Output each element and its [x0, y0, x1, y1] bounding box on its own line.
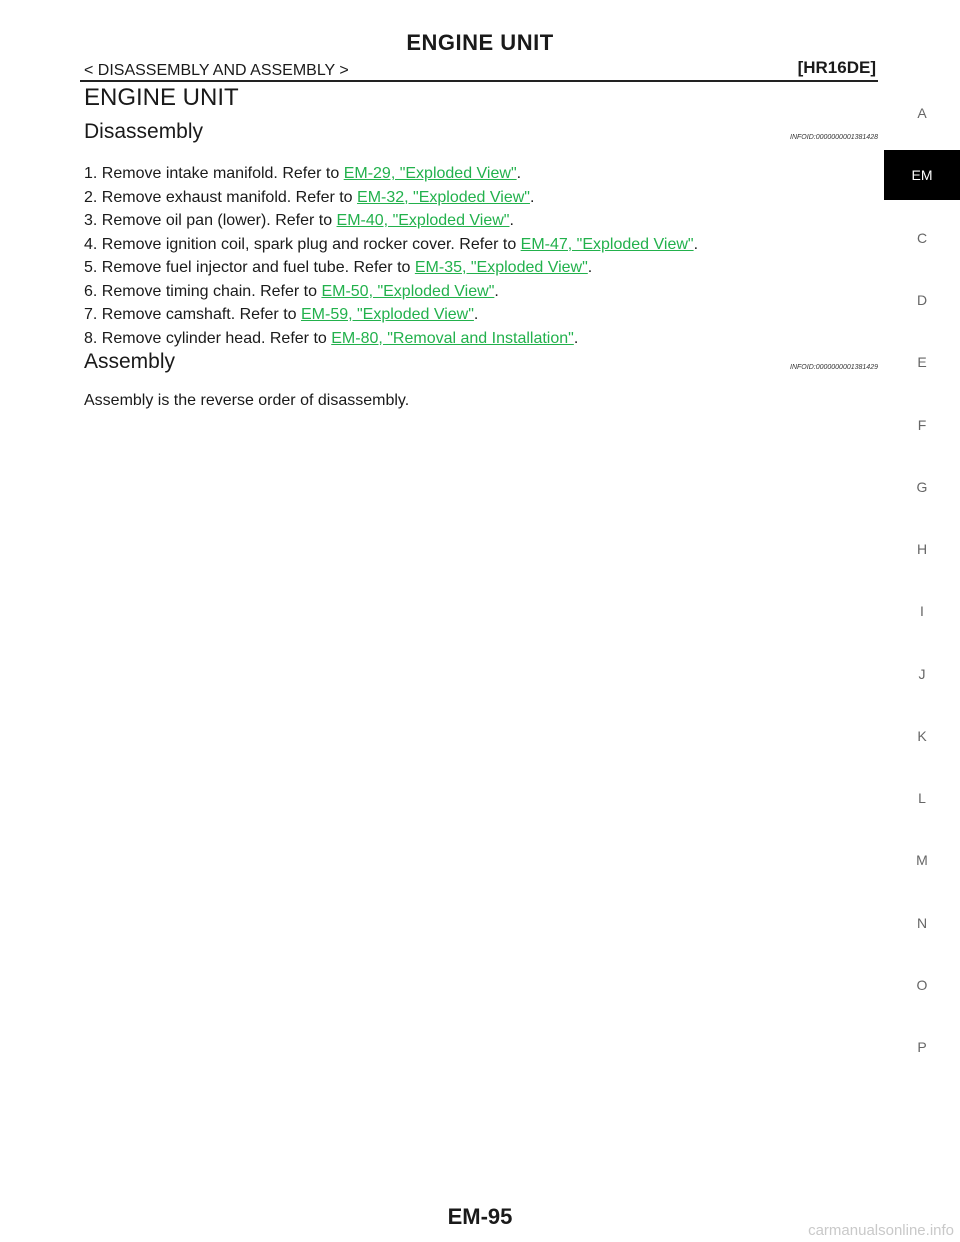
- index-tab-f[interactable]: F: [917, 417, 927, 433]
- index-tab-k[interactable]: K: [917, 728, 927, 744]
- disassembly-step-list: 1. Remove intake manifold. Refer to EM-2…: [84, 164, 698, 352]
- index-tab-d[interactable]: D: [916, 292, 928, 308]
- page-number: EM-95: [447, 1204, 513, 1229]
- index-tab-g[interactable]: G: [916, 479, 928, 495]
- index-tab-i[interactable]: I: [920, 603, 924, 619]
- index-tab-e[interactable]: E: [917, 354, 927, 370]
- list-item: 5. Remove fuel injector and fuel tube. R…: [84, 259, 593, 276]
- assembly-infoid: INFOID:0000000001381429: [790, 364, 878, 371]
- reference-link[interactable]: EM-35, "Exploded View": [414, 259, 588, 276]
- index-tab-m[interactable]: M: [916, 852, 928, 868]
- index-tab-em[interactable]: EM: [884, 150, 960, 200]
- list-item: 8. Remove cylinder head. Refer to EM-80,…: [84, 329, 579, 347]
- list-item: 4. Remove ignition coil, spark plug and …: [84, 235, 699, 253]
- disassembly-infoid: INFOID:0000000001381428: [790, 134, 878, 141]
- list-item: 2. Remove exhaust manifold. Refer to EM-…: [84, 188, 535, 206]
- doc-title: ENGINE UNIT: [84, 84, 239, 111]
- index-tab-n[interactable]: N: [916, 915, 928, 931]
- reference-link[interactable]: EM-32, "Exploded View": [357, 188, 530, 206]
- reference-link[interactable]: EM-29, "Exploded View": [343, 165, 517, 182]
- list-item: 6. Remove timing chain. Refer to EM-50, …: [84, 282, 499, 300]
- index-tab-j[interactable]: J: [918, 666, 926, 682]
- index-tab-p[interactable]: P: [917, 1039, 927, 1055]
- disassembly-heading: Disassembly: [84, 120, 204, 143]
- index-tab-o[interactable]: O: [916, 977, 928, 993]
- index-tab-h[interactable]: H: [916, 541, 928, 557]
- page-header-title: ENGINE UNIT: [406, 30, 554, 55]
- reference-link[interactable]: EM-50, "Exploded View": [321, 282, 495, 300]
- index-tab-c[interactable]: C: [916, 230, 928, 246]
- reference-link[interactable]: EM-47, "Exploded View": [520, 235, 694, 253]
- reference-link[interactable]: EM-40, "Exploded View": [336, 212, 510, 229]
- page-header-model: [HR16DE]: [797, 58, 876, 77]
- index-tab-l[interactable]: L: [918, 790, 926, 806]
- assembly-paragraph: Assembly is the reverse order of disasse…: [84, 392, 410, 409]
- index-tab-a[interactable]: A: [917, 105, 927, 121]
- reference-link[interactable]: EM-59, "Exploded View": [300, 306, 474, 323]
- page-header-section: < DISASSEMBLY AND ASSEMBLY >: [84, 62, 349, 79]
- watermark: carmanualsonline.info: [808, 1222, 954, 1239]
- header-rule: [80, 80, 878, 82]
- assembly-heading: Assembly: [84, 350, 176, 373]
- list-item: 1. Remove intake manifold. Refer to EM-2…: [84, 165, 522, 182]
- list-item: 3. Remove oil pan (lower). Refer to EM-4…: [84, 212, 514, 229]
- list-item: 7. Remove camshaft. Refer to EM-59, "Exp…: [84, 306, 479, 323]
- reference-link[interactable]: EM-80, "Removal and Installation": [331, 329, 574, 347]
